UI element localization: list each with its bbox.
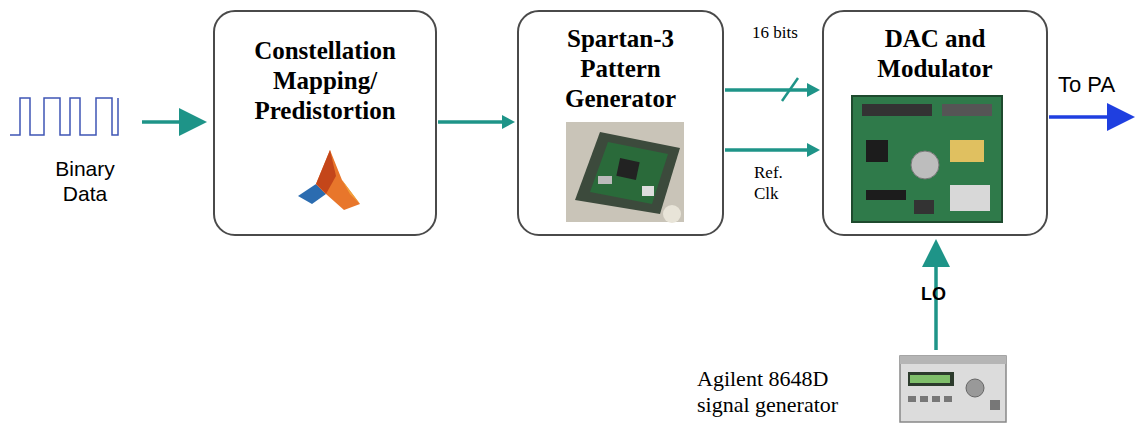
signal-label: Ref. Clk: [754, 162, 800, 204]
dac-board-photo: [852, 96, 1002, 222]
process-box: Constellation Mapping/ Predistortion: [213, 10, 437, 236]
signal-label: 16 bits: [752, 22, 822, 43]
arrow-connector: [438, 115, 515, 129]
process-box: Spartan-3 Pattern Generator: [517, 10, 724, 236]
output-arrow: [1049, 115, 1128, 119]
process-box: DAC and Modulator: [822, 10, 1048, 236]
text-label: Binary Data: [44, 156, 126, 206]
fpga-board-photo: [566, 122, 684, 223]
signal-generator-photo: [900, 356, 1006, 422]
box-title: Constellation Mapping/ Predistortion: [225, 36, 425, 126]
input-arrow: [142, 120, 200, 124]
matlab-logo: [298, 150, 360, 210]
binary-waveform: [10, 98, 118, 135]
text-label: To PA: [1058, 72, 1138, 98]
text-label: Agilent 8648D signal generator: [697, 366, 869, 418]
arrow-connector: [725, 83, 820, 97]
box-title: Spartan-3 Pattern Generator: [546, 24, 696, 114]
box-title: DAC and Modulator: [843, 24, 1028, 84]
arrow-connector: [725, 143, 820, 157]
text-label: LO: [921, 283, 961, 305]
